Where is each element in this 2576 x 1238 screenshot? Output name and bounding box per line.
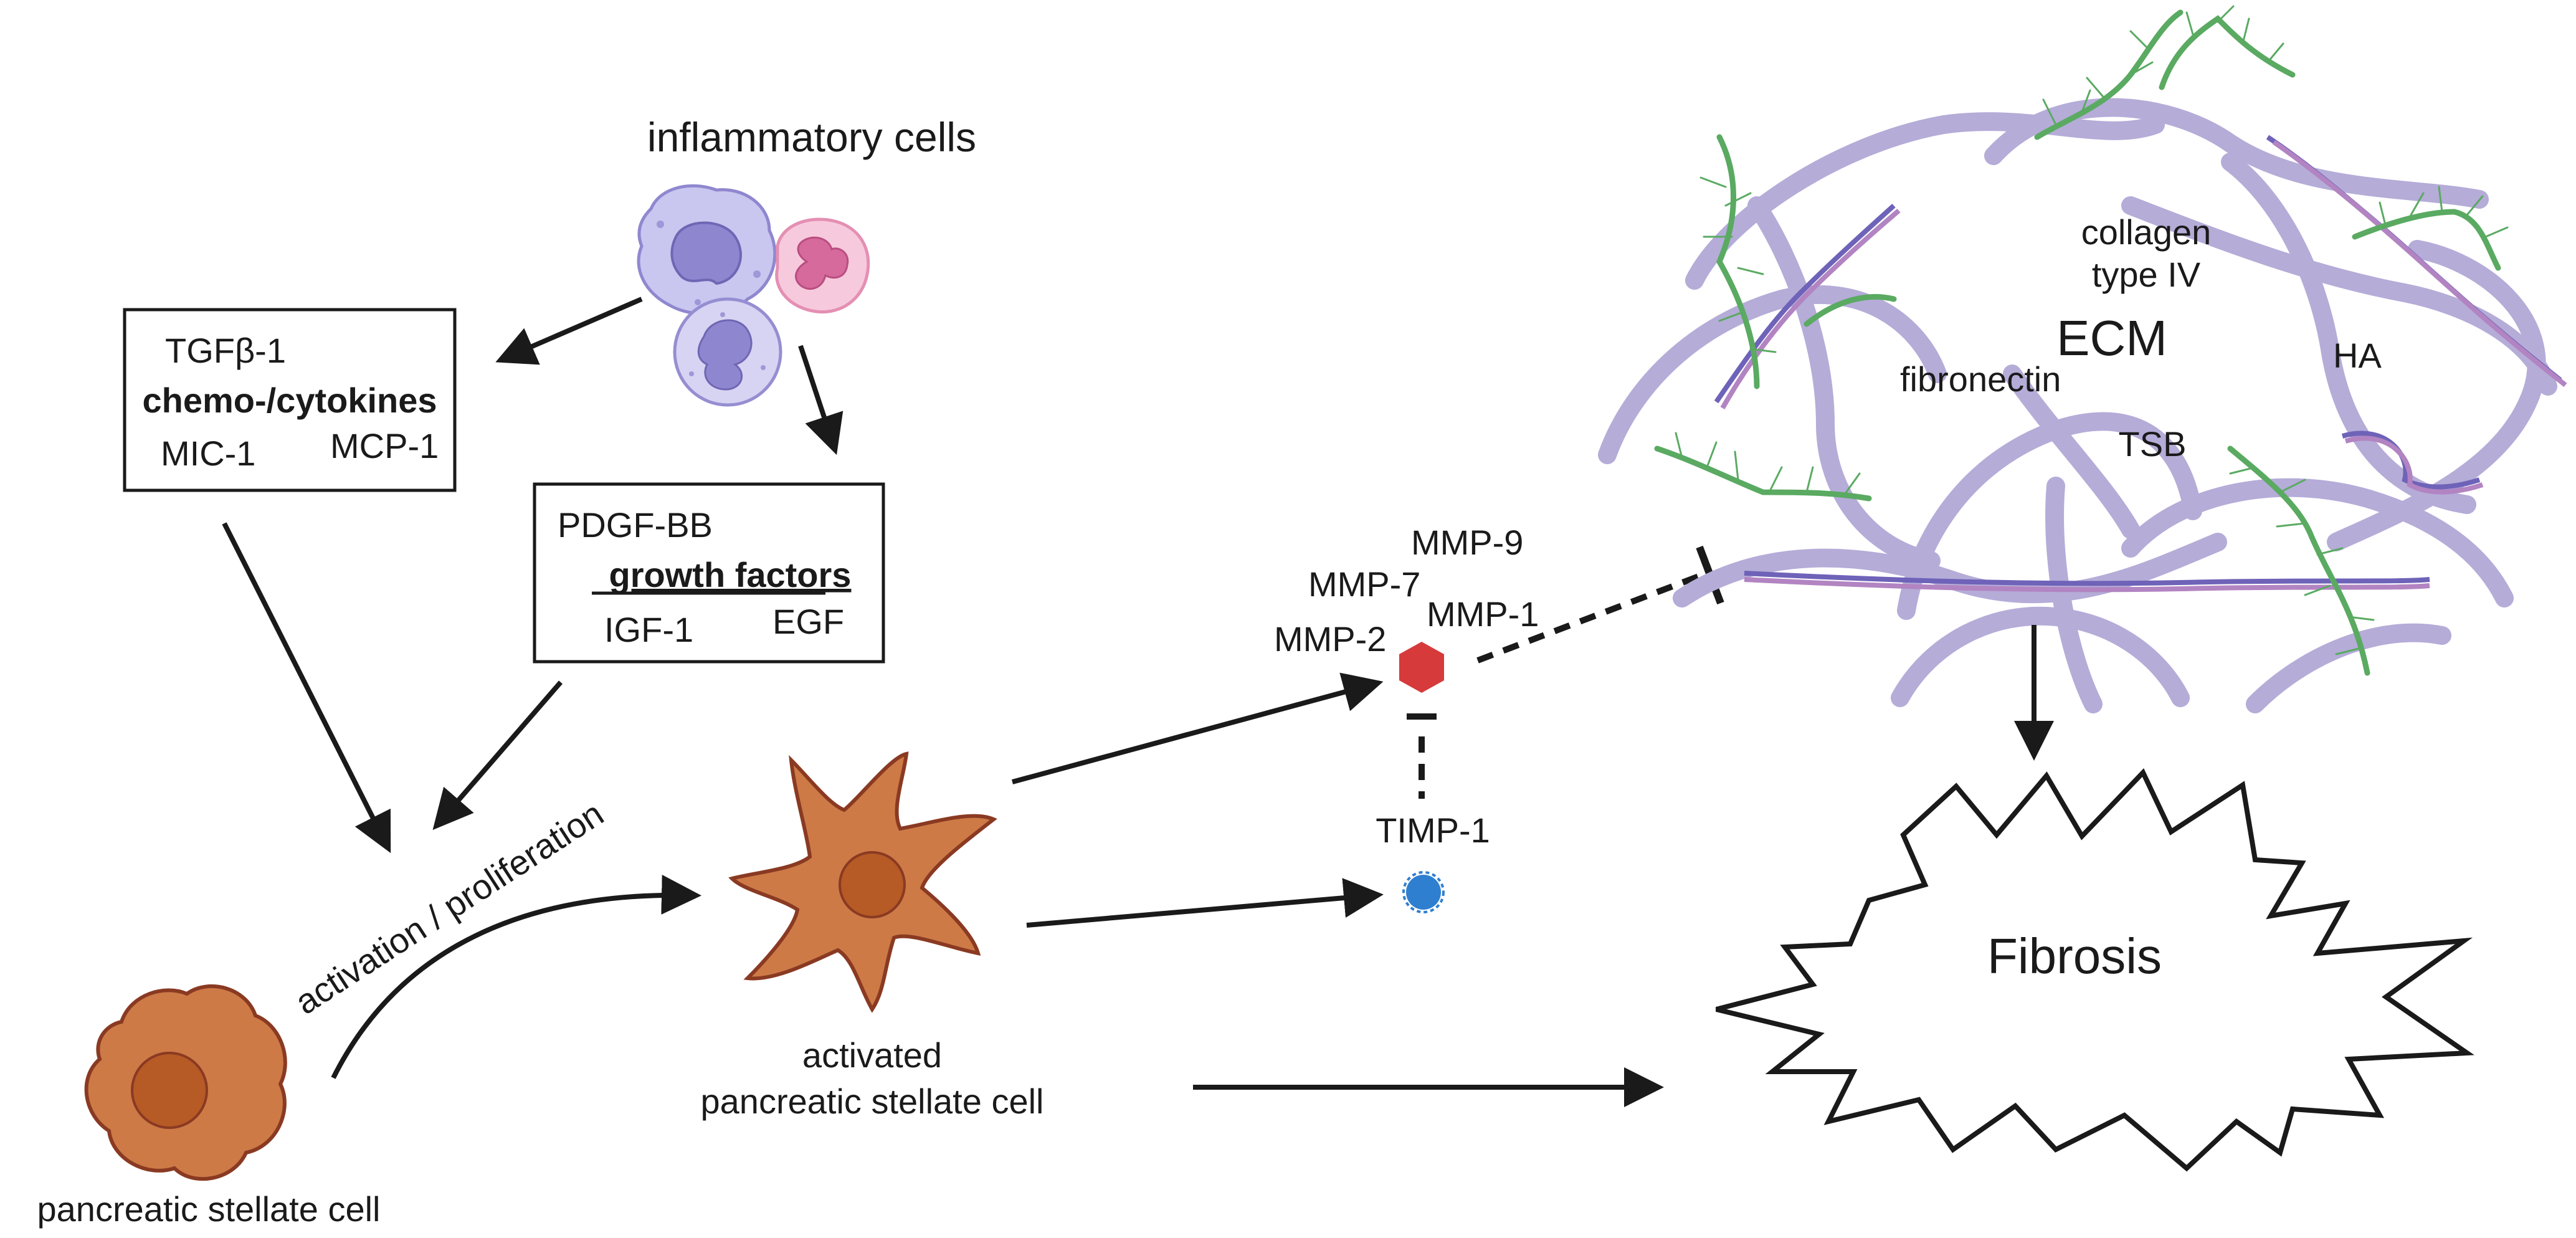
arrow-cytokines-to-activation — [222, 522, 391, 854]
tsb-label: TSB — [2119, 424, 2187, 464]
cytokines-box: TGFβ-1 chemo-/cytokines MIC-1 MCP-1 — [123, 308, 457, 492]
mmp-inhibits-ecm-dashed — [1476, 570, 1708, 664]
collagen-label-line1: collagen — [2081, 212, 2212, 252]
ecm-network-illustration — [1598, 5, 2567, 713]
mic1-label: MIC-1 — [161, 434, 255, 473]
inflammatory-cells-label: inflammatory cells — [647, 114, 976, 160]
mmp9-label: MMP-9 — [1411, 523, 1523, 562]
arrow-growth-factors-to-activation — [432, 680, 563, 831]
timp-dot-icon — [1402, 871, 1445, 913]
fibronectin-label: fibronectin — [1900, 359, 2061, 399]
igf1-label: IGF-1 — [604, 610, 693, 649]
arrow-cells-to-cytokines — [495, 297, 643, 365]
mmp2-label: MMP-2 — [1274, 619, 1386, 659]
activated-stellate-cell-icon — [728, 751, 997, 1013]
chemo-cytokines-label: chemo-/cytokines — [142, 381, 437, 420]
activated-stellate-cell-label-line2: pancreatic stellate cell — [701, 1082, 1044, 1121]
arrow-activated-to-mmp — [1011, 672, 1384, 784]
tgfb1-label: TGFβ-1 — [165, 331, 286, 370]
growth-factors-box: PDGF-BB growth factors IGF-1 EGF — [533, 482, 885, 664]
timp1-label: TIMP-1 — [1376, 811, 1490, 850]
fibrosis-label: Fibrosis — [1987, 928, 2162, 984]
ecm-title: ECM — [2056, 310, 2167, 366]
monocyte-icon — [637, 184, 777, 316]
egf-label: EGF — [772, 602, 844, 641]
mcp1-label: MCP-1 — [330, 426, 439, 465]
collagen-label-line2: type IV — [2092, 255, 2201, 294]
pancreatic-stellate-cell-label: pancreatic stellate cell — [37, 1189, 381, 1229]
inflammatory-cells-cluster — [637, 184, 870, 407]
mmp7-label: MMP-7 — [1308, 564, 1420, 604]
ha-label: HA — [2333, 336, 2382, 375]
fibrosis-starburst — [1716, 768, 2474, 1172]
arrow-cells-to-growth-factors — [798, 345, 844, 455]
arrow-activated-to-timp — [1026, 878, 1384, 928]
pdgf-bb-label: PDGF-BB — [558, 505, 713, 545]
activated-stellate-cell-label-line1: activated — [802, 1036, 942, 1075]
neutrophil-icon — [775, 217, 870, 314]
growth-factors-label: growth factors — [609, 555, 852, 594]
mmp-hexagon-icon — [1399, 642, 1444, 693]
mmp1-label: MMP-1 — [1427, 594, 1539, 634]
activation-curved-arrow — [331, 874, 701, 1079]
pancreatic-stellate-cell-icon — [84, 984, 287, 1181]
lymphocyte-icon — [673, 297, 782, 407]
